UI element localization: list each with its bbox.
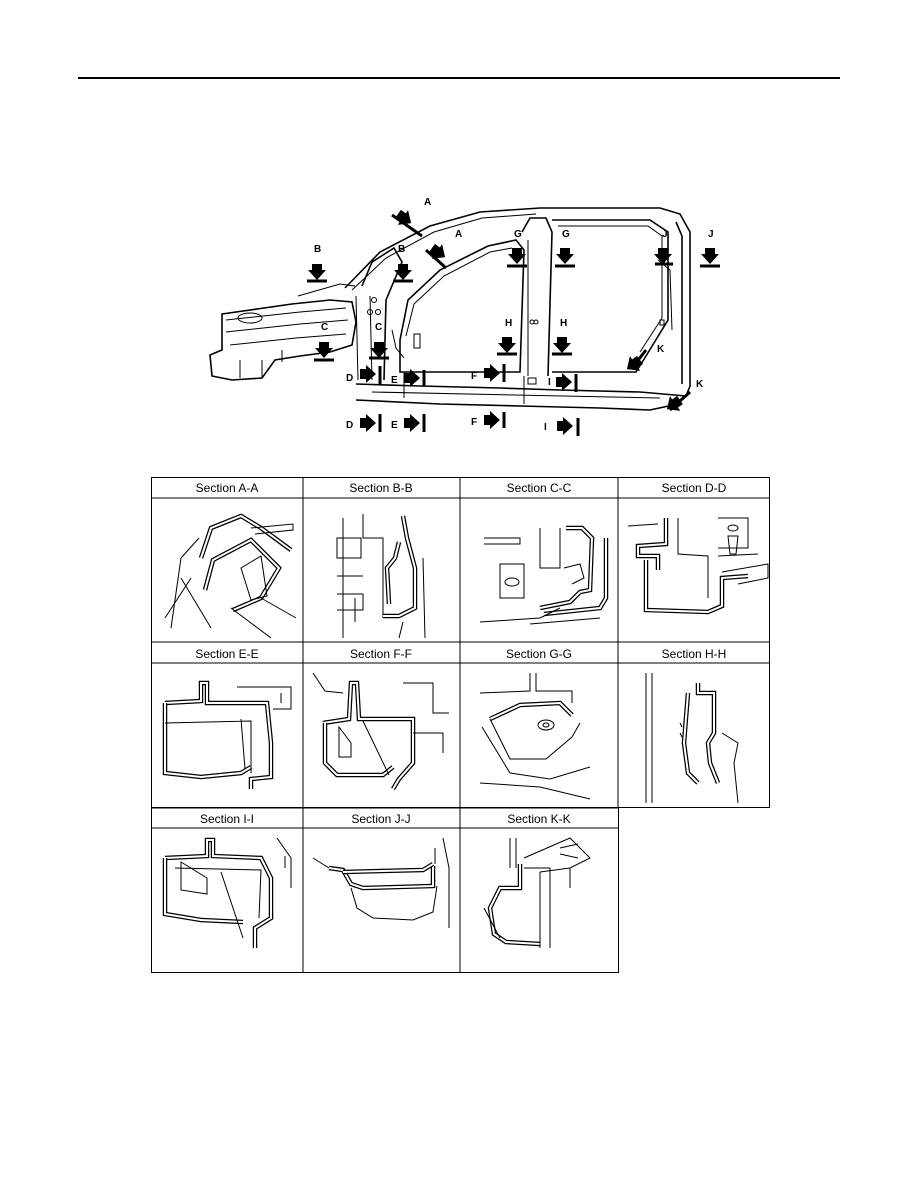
grid-lines xyxy=(151,477,770,973)
section-arrow-icon xyxy=(315,342,333,358)
section-title-b: Section B-B xyxy=(349,481,412,495)
front-structure xyxy=(209,283,357,381)
cut-marker-f1: F xyxy=(471,364,506,382)
section-arrow-icon xyxy=(429,243,446,259)
section-title-h: Section H-H xyxy=(662,647,727,661)
section-a-drawing xyxy=(164,513,297,639)
section-arrow-icon xyxy=(394,264,412,280)
section-title-e: Section E-E xyxy=(195,647,258,661)
section-j-drawing xyxy=(312,837,450,928)
section-f-drawing xyxy=(312,672,449,791)
section-title-d: Section D-D xyxy=(662,481,727,495)
section-g-drawing xyxy=(479,673,591,800)
cut-marker-i2: I xyxy=(544,417,580,436)
cut-marker-a1: A xyxy=(391,197,431,238)
cut-marker-h1: H xyxy=(497,318,517,356)
cut-marker-label: F xyxy=(471,371,477,382)
section-arrow-icon xyxy=(666,395,683,411)
cut-marker-a2: A xyxy=(424,229,462,270)
cut-marker-g1: G xyxy=(507,229,527,268)
cut-marker-f2: F xyxy=(471,411,506,429)
cut-marker-label: H xyxy=(505,318,512,329)
section-arrow-icon xyxy=(370,342,388,358)
cut-marker-label: A xyxy=(424,197,431,208)
cut-marker-label: J xyxy=(708,229,714,240)
section-title-c: Section C-C xyxy=(507,481,572,495)
header-rule xyxy=(78,77,840,79)
cut-markers: A A B B C C D D E E F F G G H H I I J J K K xyxy=(307,197,720,436)
section-b-drawing xyxy=(336,514,426,639)
section-arrow-icon xyxy=(395,209,412,225)
cut-marker-k2: K xyxy=(666,379,704,412)
section-arrow-icon xyxy=(557,417,573,435)
cut-marker-b2: B xyxy=(393,244,413,283)
body-side-diagram: A A B B C C D D E E F F G G H H I I J J K K xyxy=(209,197,720,436)
section-arrow-icon xyxy=(626,355,643,371)
section-arrow-icon xyxy=(498,337,516,353)
cut-marker-d1: D xyxy=(346,365,382,384)
section-k-drawing xyxy=(483,837,591,948)
section-arrow-icon xyxy=(508,248,526,264)
cut-marker-k1: K xyxy=(626,344,665,371)
cut-marker-label: F xyxy=(471,417,477,428)
section-title-k: Section K-K xyxy=(507,812,570,826)
section-views-grid: Section A-A Section B-B Section C-C Sect… xyxy=(151,477,770,973)
cut-marker-label: J xyxy=(662,229,668,240)
cut-marker-e2: E xyxy=(391,414,426,432)
cut-marker-i1: I xyxy=(548,373,578,392)
cut-marker-e1: E xyxy=(391,369,426,387)
cut-marker-label: A xyxy=(455,229,462,240)
section-arrow-icon xyxy=(308,264,326,280)
section-c-drawing xyxy=(479,525,609,625)
section-views-table: Section A-A Section B-B Section C-C Sect… xyxy=(151,477,770,973)
cut-marker-label: G xyxy=(514,229,522,240)
cut-marker-label: G xyxy=(562,229,570,240)
section-arrow-icon xyxy=(484,411,500,429)
section-arrow-icon xyxy=(556,248,574,264)
cut-marker-label: C xyxy=(375,322,382,333)
section-arrow-icon xyxy=(556,373,572,391)
cut-marker-label: I xyxy=(548,377,551,388)
cut-marker-label: E xyxy=(391,375,398,386)
section-e-drawing xyxy=(162,680,292,789)
section-arrow-icon xyxy=(404,414,420,432)
section-title-f: Section F-F xyxy=(350,647,412,661)
section-cut-bar xyxy=(424,248,448,270)
cut-marker-label: K xyxy=(657,344,665,355)
section-arrow-icon xyxy=(484,364,500,382)
section-arrow-icon xyxy=(360,414,376,432)
section-i-drawing xyxy=(162,837,292,948)
section-title-g: Section G-G xyxy=(506,647,572,661)
cut-marker-label: K xyxy=(696,379,704,390)
body-side-frame xyxy=(344,207,691,411)
cut-marker-label: D xyxy=(346,373,353,384)
cut-marker-label: I xyxy=(544,422,547,433)
section-d-drawing xyxy=(627,517,769,615)
section-title-i: Section I-I xyxy=(200,812,254,826)
cut-marker-j1: J xyxy=(654,229,673,266)
section-arrow-icon xyxy=(404,369,420,387)
cut-marker-g2: G xyxy=(555,229,575,268)
cut-marker-label: B xyxy=(314,244,321,255)
cut-marker-c2: C xyxy=(369,322,389,360)
cut-marker-d2: D xyxy=(346,414,382,432)
cut-marker-label: C xyxy=(321,322,328,333)
section-arrow-icon xyxy=(553,337,571,353)
cut-marker-label: E xyxy=(391,420,398,431)
section-title-a: Section A-A xyxy=(196,481,259,495)
section-arrow-icon xyxy=(701,248,719,264)
section-arrow-icon xyxy=(360,365,376,383)
cut-marker-label: D xyxy=(346,420,353,431)
cut-marker-j2: J xyxy=(700,229,720,268)
cut-marker-c1: C xyxy=(314,322,334,362)
section-arrow-icon xyxy=(654,248,672,264)
cut-marker-b1: B xyxy=(307,244,327,283)
cut-marker-h2: H xyxy=(552,318,572,356)
section-h-drawing xyxy=(645,673,739,804)
cut-marker-label: B xyxy=(398,244,405,255)
cut-marker-label: H xyxy=(560,318,567,329)
section-title-j: Section J-J xyxy=(351,812,410,826)
